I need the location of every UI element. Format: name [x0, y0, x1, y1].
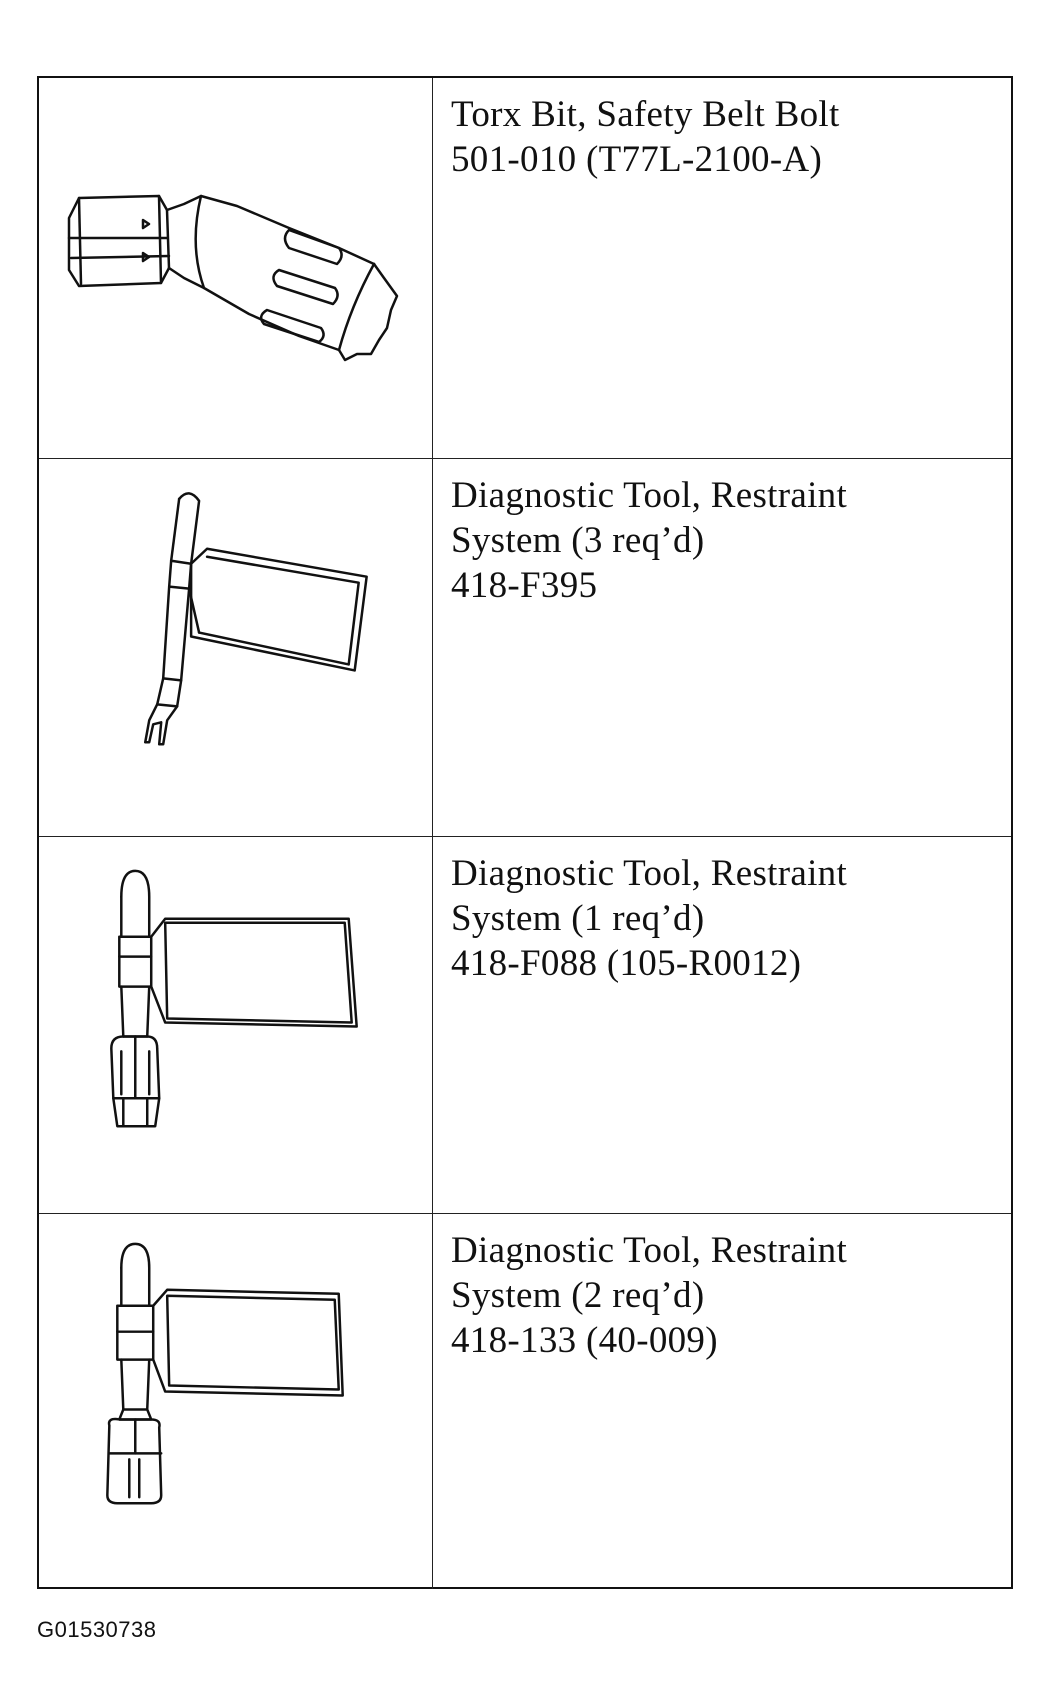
- diagnostic-tool-133-icon: [39, 1214, 431, 1589]
- tool-row: Diagnostic Tool, Restraint System (2 req…: [39, 1213, 1011, 1589]
- diagnostic-tool-f395-icon: [39, 459, 431, 836]
- tool-name: Diagnostic Tool, Restraint: [451, 475, 848, 516]
- tool-description: Diagnostic Tool, Restraint System (1 req…: [451, 851, 1001, 986]
- tool-description: Diagnostic Tool, Restraint System (3 req…: [451, 473, 1001, 608]
- tool-quantity: System (2 req’d): [451, 1275, 705, 1316]
- column-divider: [432, 837, 433, 1213]
- figure-id-caption: G01530738: [37, 1617, 157, 1642]
- tool-row: Diagnostic Tool, Restraint System (3 req…: [39, 458, 1011, 836]
- tool-number: 418-F088 (105-R0012): [451, 943, 802, 984]
- tool-number: 418-133 (40-009): [451, 1320, 718, 1361]
- tool-number: 501-010 (T77L-2100-A): [451, 139, 823, 180]
- tool-name: Diagnostic Tool, Restraint: [451, 1230, 848, 1271]
- column-divider: [432, 78, 433, 458]
- tool-description: Torx Bit, Safety Belt Bolt 501-010 (T77L…: [451, 92, 1001, 182]
- tool-quantity: System (3 req’d): [451, 520, 705, 561]
- tool-row: Diagnostic Tool, Restraint System (1 req…: [39, 836, 1011, 1213]
- torx-bit-icon: [39, 78, 431, 458]
- diagnostic-tool-f088-icon: [39, 837, 431, 1213]
- tool-name: Diagnostic Tool, Restraint: [451, 853, 848, 894]
- column-divider: [432, 1214, 433, 1589]
- tool-description: Diagnostic Tool, Restraint System (2 req…: [451, 1228, 1001, 1363]
- special-tools-table: Torx Bit, Safety Belt Bolt 501-010 (T77L…: [37, 76, 1013, 1589]
- tool-quantity: System (1 req’d): [451, 898, 705, 939]
- tool-row: Torx Bit, Safety Belt Bolt 501-010 (T77L…: [39, 78, 1011, 458]
- tool-name: Torx Bit, Safety Belt Bolt: [451, 94, 840, 135]
- column-divider: [432, 459, 433, 836]
- tool-number: 418-F395: [451, 565, 598, 606]
